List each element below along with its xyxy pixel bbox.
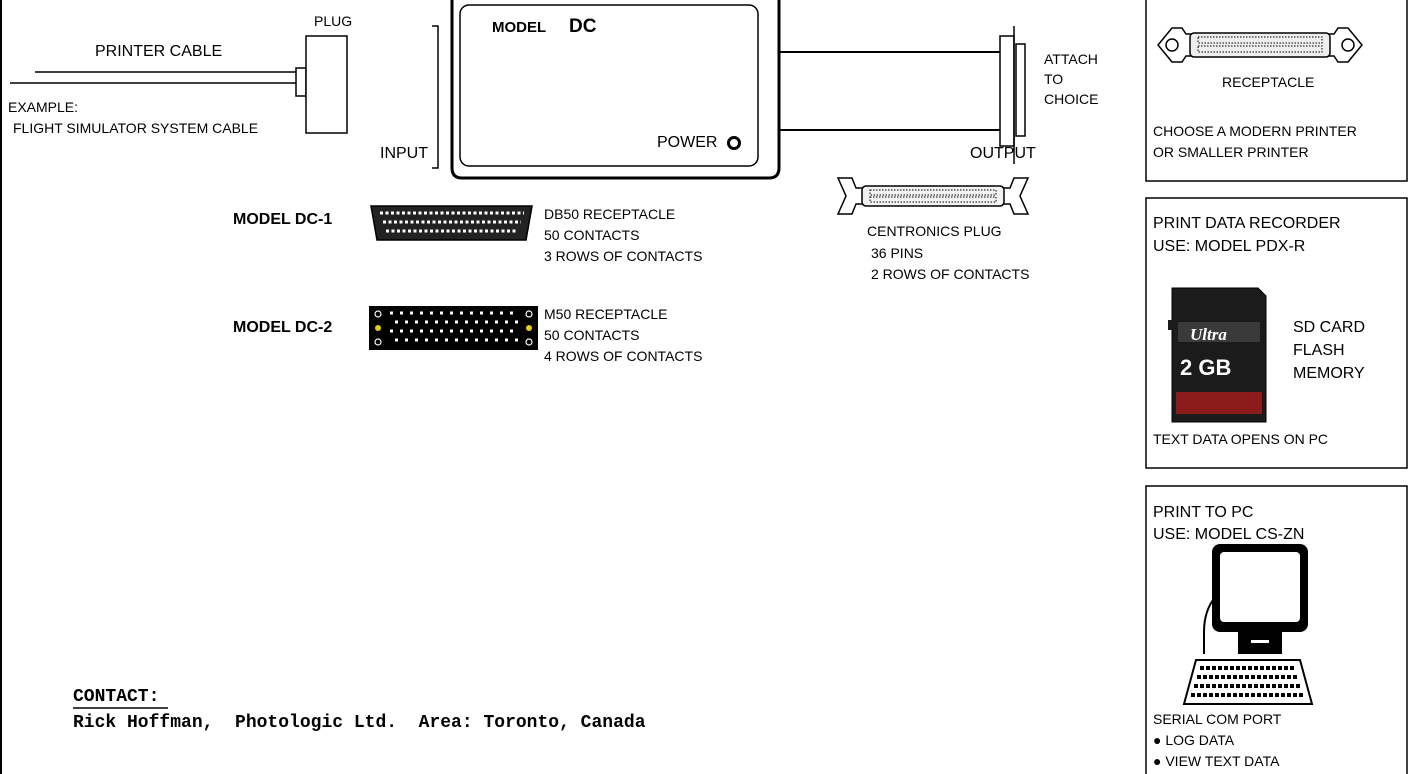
dc2-line-3: 4 ROWS OF CONTACTS [544, 348, 703, 364]
sd-card-text-2: FLASH [1293, 342, 1345, 359]
dc1-line-3: 3 ROWS OF CONTACTS [544, 248, 703, 264]
attach-line-1: ATTACH [1044, 51, 1098, 67]
plug-box [305, 35, 348, 134]
receptacle-label: RECEPTACLE [1222, 74, 1315, 90]
pc-line-1: SERIAL COM PORT [1153, 711, 1282, 727]
centronics-line-3: 2 ROWS OF CONTACTS [871, 266, 1030, 282]
contact-text: Rick Hoffman, Photologic Ltd. Area: Toro… [73, 713, 646, 733]
printer-panel-line-2: OR SMALLER PRINTER [1153, 144, 1309, 160]
centronics-line-2: 36 PINS [871, 245, 924, 261]
recorder-title-1: PRINT DATA RECORDER [1153, 215, 1341, 232]
centronics-plug-image [836, 177, 1030, 215]
model-dc2-name: MODEL DC-2 [233, 319, 333, 336]
plug-label: PLUG [314, 13, 353, 29]
recorder-panel [1145, 197, 1408, 469]
output-label: OUTPUT [970, 145, 1036, 162]
input-bracket [432, 25, 439, 169]
recorder-title-2: USE: MODEL PDX-R [1153, 238, 1306, 255]
sd-card-image: Ultra 2 GB [1168, 287, 1267, 423]
attach-line-3: CHOICE [1044, 91, 1099, 107]
example-text: FLIGHT SIMULATOR SYSTEM CABLE [13, 120, 259, 136]
device-panel [459, 4, 759, 167]
pc-title-2: USE: MODEL CS-ZN [1153, 526, 1305, 543]
pc-title-1: PRINT TO PC [1153, 504, 1254, 521]
contact-heading: CONTACT: [73, 687, 160, 707]
device-outer-body [450, 0, 781, 180]
printer-cable [10, 67, 307, 97]
printer-panel-line-1: CHOOSE A MODERN PRINTER [1153, 123, 1357, 139]
input-label: INPUT [380, 145, 428, 162]
model-dc1-name: MODEL DC-1 [233, 211, 333, 228]
centronics-line-1: CENTRONICS PLUG [867, 223, 1002, 239]
dc2-line-1: M50 RECEPTACLE [544, 306, 668, 322]
power-label: POWER [657, 134, 718, 151]
sd-card-text-3: MEMORY [1293, 365, 1365, 382]
output-cable [779, 26, 1026, 164]
device-title-dc: DC [569, 16, 597, 37]
sd-card-capacity: 2 GB [1180, 355, 1231, 380]
dc1-line-2: 50 CONTACTS [544, 227, 640, 243]
printer-panel [1145, 0, 1408, 182]
dc2-line-2: 50 CONTACTS [544, 327, 640, 343]
receptacle-image [1157, 27, 1363, 63]
recorder-footer: TEXT DATA OPENS ON PC [1153, 431, 1329, 447]
printer-cable-label: PRINTER CABLE [95, 43, 223, 60]
device-title-model: MODEL [492, 19, 547, 36]
pc-line-2: ● LOG DATA [1153, 732, 1235, 748]
sd-card-text-1: SD CARD [1293, 319, 1366, 336]
example-label: EXAMPLE: [8, 99, 79, 115]
db50-connector-image [370, 205, 533, 241]
pc-line-3: ● VIEW TEXT DATA [1153, 753, 1280, 769]
dc1-line-1: DB50 RECEPTACLE [544, 206, 676, 222]
pc-panel [1145, 485, 1408, 774]
m50-connector-image [369, 306, 538, 350]
attach-line-2: TO [1044, 71, 1064, 87]
sd-card-brand: Ultra [1190, 325, 1227, 344]
power-led [727, 136, 741, 150]
pc-image [1182, 544, 1314, 705]
